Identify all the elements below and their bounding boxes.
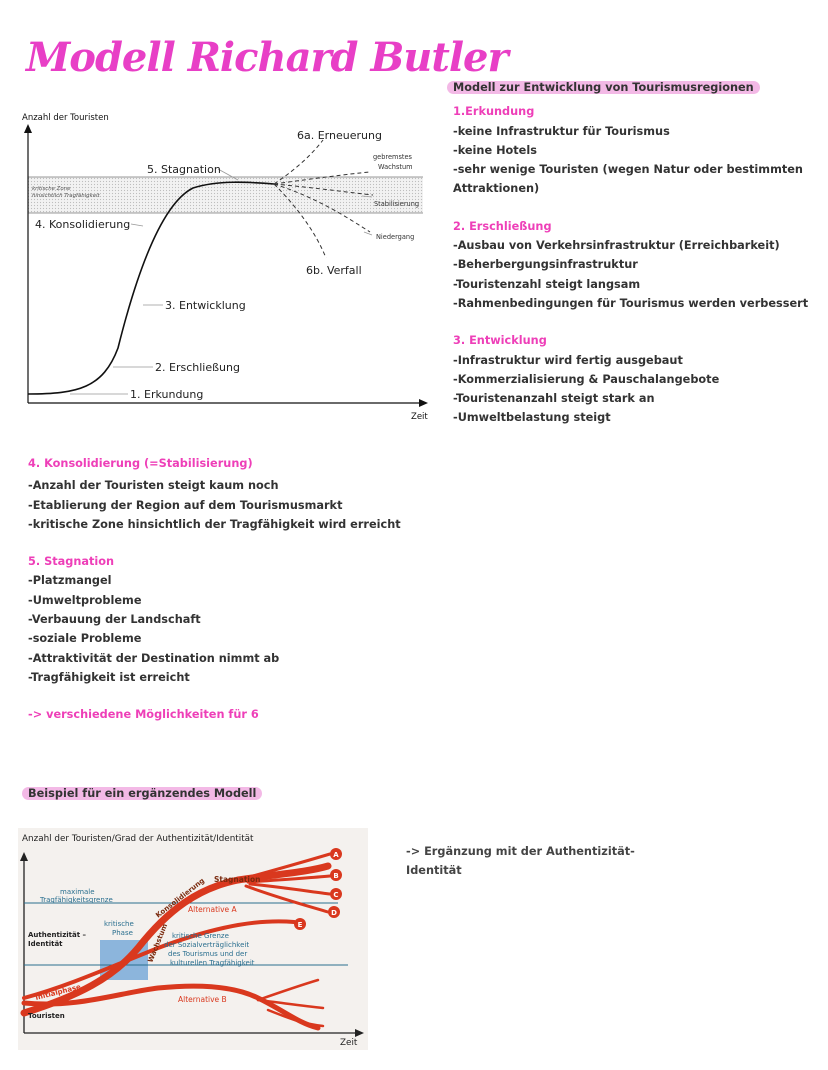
branch-label-niedergang: Niedergang [376, 233, 414, 241]
section-3-line: -Touristenanzahl steigt stark an [453, 392, 655, 406]
social-limit-label-4: kulturellen Tragfähigkeit [170, 959, 255, 967]
stage-2-label: 2. Erschließung [155, 361, 240, 374]
figure-header: Anzahl der Touristen/Grad der Authentizi… [22, 834, 254, 844]
example-note-line: -> Ergänzung mit der Authentizität- [406, 845, 635, 858]
zone-label-2: hinsichtlich Tragfähigkeit [32, 193, 101, 199]
left-notes: 4. Konsolidierung (=Stabilisierung) -Anz… [28, 454, 401, 725]
touristen-label: Touristen [28, 1012, 65, 1020]
section-1-heading: 1.Erkundung [453, 105, 535, 119]
section-2-line: -Touristenzahl steigt langsam [453, 277, 641, 291]
section-1-line: Attraktionen) [453, 182, 540, 196]
section-3-line: -Infrastruktur wird fertig ausgebaut [453, 353, 683, 367]
stagnation-label: Stagnation [214, 875, 260, 884]
section-4-line: -Etablierung der Region auf dem Tourismu… [28, 498, 343, 512]
marker-d [328, 906, 340, 918]
y-axis-arrow [24, 124, 32, 133]
alternative-a-label: Alternative A [188, 905, 238, 914]
section-3-heading: 3. Entwicklung [453, 334, 547, 348]
critical-phase-label-2: Phase [112, 929, 133, 937]
section-4-heading: 4. Konsolidierung (=Stabilisierung) [28, 457, 253, 470]
example-header: Beispiel für ein ergänzendes Modell [22, 787, 263, 800]
section-1-line: -keine Infrastruktur für Tourismus [453, 124, 670, 138]
section-2-line: -Ausbau von Verkehrsinfrastruktur (Errei… [453, 239, 780, 253]
marker-d-label: D [331, 909, 337, 917]
social-limit-label-2: der Sozialverträglichkeit [164, 941, 249, 949]
section-2-heading: 2. Erschließung [453, 219, 552, 233]
marker-c-label: C [333, 891, 338, 899]
x-axis-label: Zeit [340, 1038, 358, 1048]
stage-6b-label: 6b. Verfall [306, 264, 362, 277]
marker-e [294, 918, 306, 930]
stage-5-label: 5. Stagnation [147, 163, 221, 176]
section-3-line: -Umweltbelastung steigt [453, 411, 611, 425]
section-2-line: -Beherbergungsinfrastruktur [453, 258, 638, 272]
options-note: -> verschiedene Möglichkeiten für 6 [28, 708, 259, 722]
example-note-line: Identität [406, 864, 462, 877]
marker-b-label: B [333, 872, 338, 880]
marker-a [330, 848, 342, 860]
y-axis-label: Anzahl der Touristen [22, 113, 109, 123]
stage-4-label: 4. Konsolidierung [35, 218, 130, 231]
curve-group [20, 852, 332, 1031]
x-axis-label: Zeit [411, 412, 428, 422]
auth-label-1: Authentizität – [28, 931, 87, 939]
marker-c [330, 888, 342, 900]
supplementary-model-figure: Anzahl der Touristen/Grad der Authentizi… [18, 828, 368, 1050]
section-5-line: -Tragfähigkeit ist erreicht [28, 670, 190, 684]
section-1-line: -keine Hotels [453, 143, 537, 157]
example-note: -> Ergänzung mit der Authentizität- Iden… [406, 842, 635, 880]
section-5-line: -Platzmangel [28, 574, 112, 588]
right-notes: Modell zur Entwicklung von Tourismusregi… [447, 78, 809, 428]
example-header-wrap: Beispiel für ein ergänzendes Modell [22, 784, 263, 803]
section-1-line: -sehr wenige Touristen (wegen Natur oder… [453, 163, 803, 177]
branch-label-growth-1: gebremstes [373, 153, 413, 161]
social-limit-label-3: des Tourismus und der [168, 950, 247, 958]
zone-label-1: kritische Zone [32, 186, 71, 192]
max-label-2: Tragfähigkeitsgrenze [39, 896, 113, 904]
x-axis-arrow [419, 399, 428, 407]
section-4-line: -kritische Zone hinsichtlich der Tragfäh… [28, 517, 401, 531]
x-axis-arrow [355, 1029, 364, 1037]
alternative-b-label: Alternative B [178, 995, 227, 1004]
critical-phase-label-1: kritische [104, 920, 134, 928]
stage-1-label: 1. Erkundung [130, 388, 203, 401]
stage-6a-label: 6a. Erneuerung [297, 129, 382, 142]
section-5-line: -Verbauung der Landschaft [28, 613, 201, 627]
marker-a-label: A [333, 851, 339, 859]
section-5-line: -soziale Probleme [28, 632, 142, 646]
section-5-heading: 5. Stagnation [28, 555, 115, 569]
branch-label-growth-2: Wachstum [378, 163, 413, 171]
marker-e-label: E [298, 921, 303, 929]
social-limit-label-1: kritische Grenze [172, 932, 229, 940]
branch-label-stabilisierung: Stabilisierung [374, 200, 419, 208]
page-title: Modell Richard Butler [26, 34, 509, 81]
growth-curve [27, 181, 275, 395]
figure-background [18, 828, 368, 1050]
auth-label-2: Identität [28, 940, 63, 948]
stage-3-label: 3. Entwicklung [165, 299, 246, 312]
leader-lines [70, 168, 373, 395]
max-label-1: maximale [60, 888, 95, 896]
section-5-line: -Attraktivität der Destination nimmt ab [28, 651, 280, 665]
butler-model-figure: Anzahl der Touristen Zeit kritische Zone… [22, 113, 428, 422]
section-2-line: -Rahmenbedingungen für Tourismus werden … [453, 296, 809, 310]
right-header: Modell zur Entwicklung von Tourismusregi… [447, 81, 760, 94]
section-3-line: -Kommerzialisierung & Pauschalangebote [453, 372, 720, 386]
section-4-line: -Anzahl der Touristen steigt kaum noch [28, 479, 279, 493]
branch-lines [273, 139, 374, 259]
y-axis-arrow [20, 852, 28, 861]
section-5-line: -Umweltprobleme [28, 593, 142, 607]
letter-markers [294, 848, 342, 930]
marker-b [330, 869, 342, 881]
